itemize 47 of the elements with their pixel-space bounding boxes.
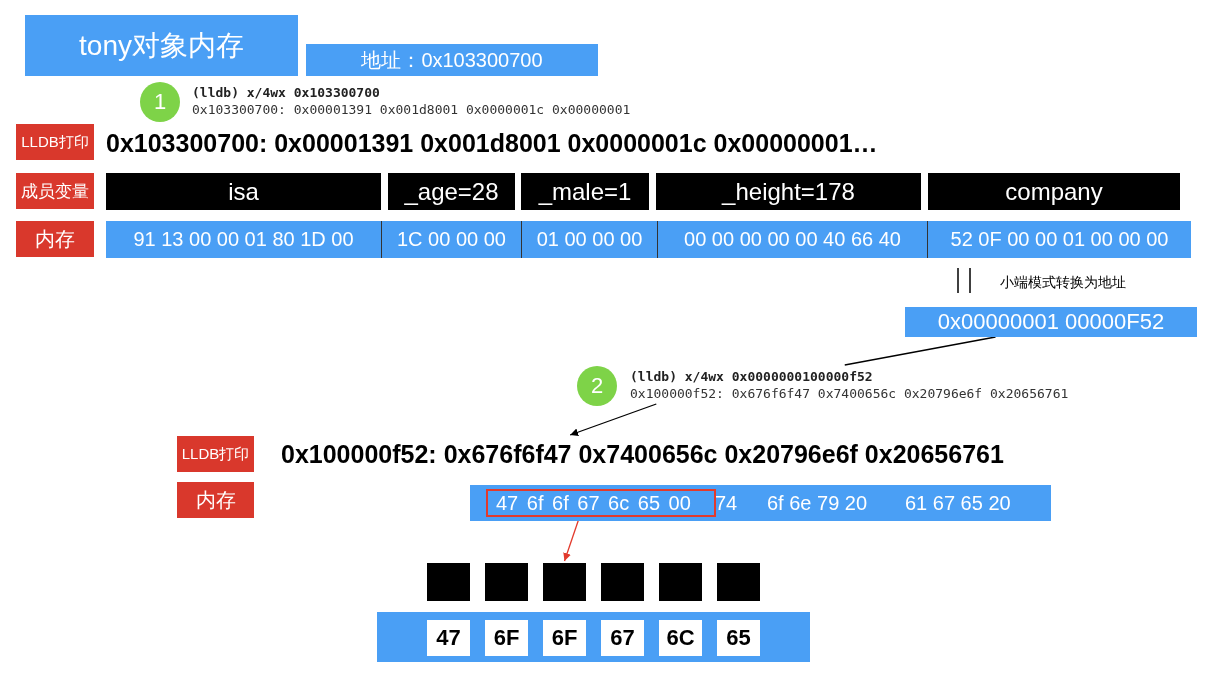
title-box: tony对象内存 bbox=[25, 15, 298, 76]
hex-bytes: 74 bbox=[715, 492, 738, 515]
byte-band bbox=[377, 612, 810, 662]
address-box: 地址：0x103300700 bbox=[306, 44, 598, 76]
member-cell: company bbox=[928, 173, 1180, 210]
member-cell: isa bbox=[106, 173, 381, 210]
byte-box: 6F bbox=[543, 620, 586, 656]
letter-box bbox=[485, 563, 528, 601]
memory-band bbox=[470, 485, 1051, 521]
memory-cell: 52 0F 00 00 01 00 00 00 bbox=[928, 221, 1191, 258]
hex-bytes: 61 67 65 20 bbox=[905, 492, 1011, 515]
memory-dump-text: 0x103300700: 0x00001391 0x001d8001 0x0000001c 0x00000001… bbox=[106, 124, 878, 162]
console-output: 0x103300700: 0x00001391 0x001d8001 0x0000001c 0x00000001 bbox=[192, 101, 631, 118]
label-box: LLDB打印 bbox=[16, 124, 94, 160]
step-circle: 2 bbox=[577, 366, 617, 406]
letter-box bbox=[543, 563, 586, 601]
console-output: 0x100000f52: 0x676f6f47 0x7400656c 0x20796e6f 0x20656761 bbox=[630, 385, 1069, 402]
letter-box bbox=[427, 563, 470, 601]
memory-cell: 91 13 00 00 01 80 1D 00 bbox=[106, 221, 382, 258]
hex-bytes: 6f 6e 79 20 bbox=[767, 492, 868, 515]
memory-cell: 00 00 00 00 00 40 66 40 bbox=[658, 221, 928, 258]
byte-box: 67 bbox=[601, 620, 644, 656]
label-box: 成员变量 bbox=[16, 173, 94, 209]
step-circle: 1 bbox=[140, 82, 180, 122]
letter-box bbox=[717, 563, 760, 601]
address-box: 0x00000001 00000F52 bbox=[905, 307, 1197, 337]
highlight-box: 47 6f 6f 67 6c 65 00 bbox=[486, 489, 716, 517]
console-command: (lldb) x/4wx 0x103300700 bbox=[192, 84, 380, 101]
byte-box: 6C bbox=[659, 620, 702, 656]
memory-cell: 1C 00 00 00 bbox=[382, 221, 522, 258]
note-text: 小端模式转换为地址 bbox=[1000, 272, 1126, 294]
label-box: 内存 bbox=[177, 482, 254, 518]
member-cell: _age=28 bbox=[388, 173, 515, 210]
label-box: LLDB打印 bbox=[177, 436, 254, 472]
byte-box: 47 bbox=[427, 620, 470, 656]
arrow bbox=[569, 403, 657, 437]
memory-dump-text: 0x100000f52: 0x676f6f47 0x7400656c 0x20796e6f 0x20656761 bbox=[281, 436, 1004, 472]
letter-box bbox=[659, 563, 702, 601]
member-cell: _height=178 bbox=[656, 173, 921, 210]
connector-line bbox=[844, 336, 997, 366]
member-cell: _male=1 bbox=[521, 173, 649, 210]
letter-box bbox=[601, 563, 644, 601]
byte-box: 65 bbox=[717, 620, 760, 656]
console-command: (lldb) x/4wx 0x0000000100000f52 bbox=[630, 368, 873, 385]
memory-cell: 01 00 00 00 bbox=[522, 221, 658, 258]
label-box: 内存 bbox=[16, 221, 94, 257]
byte-box: 6F bbox=[485, 620, 528, 656]
